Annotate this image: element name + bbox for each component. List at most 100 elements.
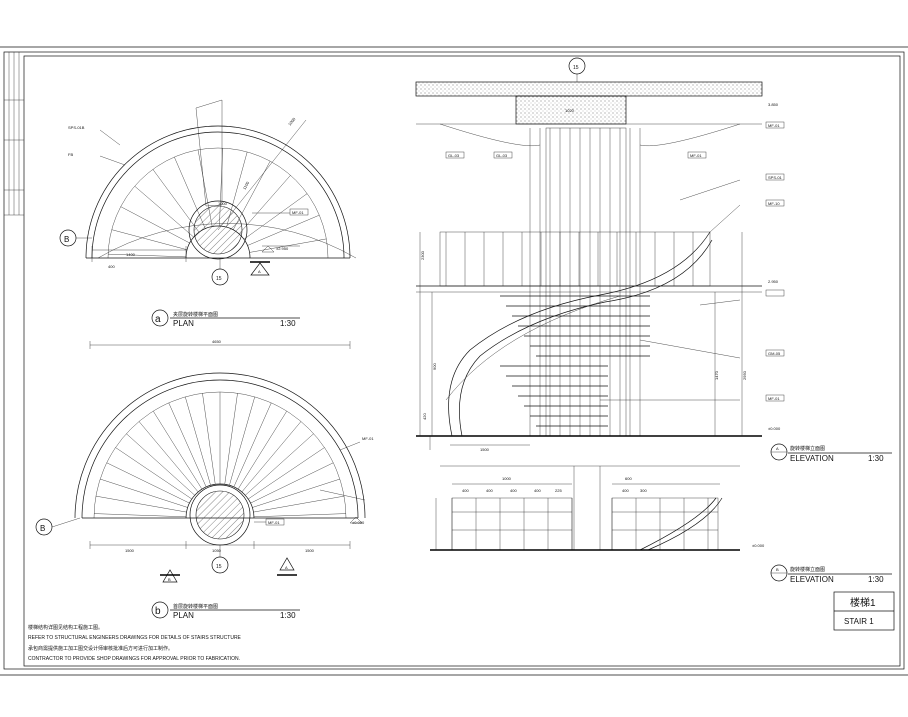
note-1: 楼梯结构详图见结构工程施工图。 xyxy=(28,624,103,631)
plan-b-level: ±0.000 xyxy=(352,520,365,525)
plan-b-title-cn: 首层旋转楼梯平面图 xyxy=(173,603,218,610)
elev-a-dim-7: 1500 xyxy=(480,447,490,452)
elev-a-tag-3: MF-01 xyxy=(690,153,702,158)
plan-b-tag-1: MF-01 xyxy=(268,520,280,525)
stair-tread-line xyxy=(185,396,211,486)
plan-b-grid-b-label: B xyxy=(40,524,45,533)
stair-tread-line xyxy=(243,193,308,240)
elev-a-dim-6: 420 xyxy=(422,413,427,420)
plan-a-section-letter: A xyxy=(258,269,261,274)
plan-a-title-circle xyxy=(151,309,169,327)
elev-a-tag-2: GL-03 xyxy=(496,153,508,158)
elev-a-title-en: ELEVATION xyxy=(790,454,834,463)
elev-a-level-3: ±0.000 xyxy=(768,426,781,431)
plan-b-dim-1: 1500 xyxy=(125,548,135,553)
elev-b-dim-8: 400 xyxy=(622,488,629,493)
stair-tread-line xyxy=(248,447,325,500)
plan-a-grid-15-label: 15 xyxy=(216,276,222,282)
stair-tread-line xyxy=(253,495,345,513)
plan-b-grid-15-label: 15 xyxy=(216,564,222,570)
inner-frame xyxy=(23,55,901,667)
stair-tread-line xyxy=(252,478,340,508)
note-3: 承包商需提供施工加工图交设计师审核批准后方可进行加工制作。 xyxy=(28,645,173,652)
elevation-a-drawing xyxy=(415,57,785,450)
plan-a-dim-3: 1100 xyxy=(242,180,251,191)
plan-b-section-letter-b: B xyxy=(168,577,171,582)
elev-b-title-cn: 旋转楼梯立面图 xyxy=(790,566,825,573)
title-block-en: STAIR 1 xyxy=(844,617,874,626)
elev-a-tag-1: GL-03 xyxy=(448,153,460,158)
plan-b-tag-2: MF-01 xyxy=(362,436,374,441)
elev-b-dim-1: 1000 xyxy=(502,476,512,481)
plan-a-scale: 1:30 xyxy=(280,319,296,328)
elev-b-dim-9: 300 xyxy=(640,488,647,493)
plan-b-dim-3: 1500 xyxy=(305,548,315,553)
elev-a-title-cn: 旋转楼梯立面图 xyxy=(790,445,825,452)
plan-b-section-marker-a xyxy=(279,557,295,571)
plan-b-dim-top: 4650 xyxy=(212,339,222,344)
stair-tread-line xyxy=(94,513,187,518)
stair-tread-line xyxy=(224,393,238,485)
elev-b-dim-6: 225 xyxy=(555,488,562,493)
stair-tread-line xyxy=(108,253,187,258)
plan-a-grid-b-label: B xyxy=(64,235,69,244)
plan-a-title-cn: 夹层旋转楼梯平面图 xyxy=(173,311,218,318)
sheet-border xyxy=(3,51,905,670)
plan-b-center-column xyxy=(195,490,245,540)
elev-a-mark: A xyxy=(776,446,779,451)
stair-tread-line xyxy=(153,411,203,490)
stair-tread-line xyxy=(229,396,255,486)
plan-a-drawing xyxy=(59,99,357,286)
elev-b-dim-2: 400 xyxy=(462,488,469,493)
stair-tread-line xyxy=(120,206,190,244)
plan-a-dim-5: 1000 xyxy=(287,116,297,127)
plan-b-scale: 1:30 xyxy=(280,611,296,620)
elev-a-scale: 1:30 xyxy=(868,454,884,463)
elev-b-dim-5: 400 xyxy=(534,488,541,493)
elev-b-scale: 1:30 xyxy=(868,575,884,584)
plan-a-level: ±2.950 xyxy=(276,246,289,251)
plan-b-letter: b xyxy=(155,606,161,617)
elev-b-mark: B xyxy=(776,567,779,572)
stair-tread-line xyxy=(237,411,287,490)
stair-tread-line xyxy=(250,462,334,504)
note-4: CONTRACTOR TO PROVIDE SHOP DRAWINGS FOR … xyxy=(28,656,240,662)
elev-a-tag-4: MF-01 xyxy=(768,123,780,128)
stair-tread-line xyxy=(115,447,192,500)
elev-b-title-en: ELEVATION xyxy=(790,575,834,584)
elev-a-level-2: 2.950 xyxy=(768,279,779,284)
elev-a-dim-1: 1020 xyxy=(565,108,575,113)
title-block-cn: 楼梯1 xyxy=(850,596,876,609)
elevation-b-drawing xyxy=(430,465,740,551)
elev-a-tag-8: MF-01 xyxy=(768,396,780,401)
left-revision-strip xyxy=(4,52,24,216)
elev-a-grid-15-label: 15 xyxy=(573,65,579,71)
plan-b-section-marker-b xyxy=(162,569,178,583)
plan-a-dim-4: 400 xyxy=(108,264,115,269)
elev-b-dim-7: 600 xyxy=(625,476,632,481)
stair-tread-line xyxy=(134,186,194,238)
plan-a-letter: a xyxy=(155,314,161,325)
plan-a-title-en: PLAN xyxy=(173,319,194,328)
stair-tread-line xyxy=(111,229,188,250)
stair-tread-line xyxy=(95,495,187,513)
elev-b-level: ±0.000 xyxy=(752,543,765,548)
plan-a-section-marker xyxy=(250,262,270,276)
plan-a-tag-3: MF-01 xyxy=(292,210,304,215)
stair-tread-line xyxy=(202,393,216,485)
elev-a-tag-7: GM-05 xyxy=(768,351,781,356)
elev-a-dim-5: 900 xyxy=(432,363,437,370)
plan-a-tag-2: FB xyxy=(68,152,73,157)
stair-tread-line xyxy=(152,169,200,233)
elev-a-tag-6: SPS-01 xyxy=(768,175,783,180)
plan-b-title-circle xyxy=(151,601,169,619)
stair-tread-line xyxy=(106,462,190,504)
stair-tread-line xyxy=(100,478,188,508)
stair-tread-line xyxy=(238,175,291,235)
stair-tread-line xyxy=(249,238,327,253)
elev-a-dim-4: 2950 xyxy=(742,370,747,380)
stair-tread-line xyxy=(138,421,199,493)
plan-b-dim-2: 1050 xyxy=(212,548,222,553)
plan-b-title-en: PLAN xyxy=(173,611,194,620)
